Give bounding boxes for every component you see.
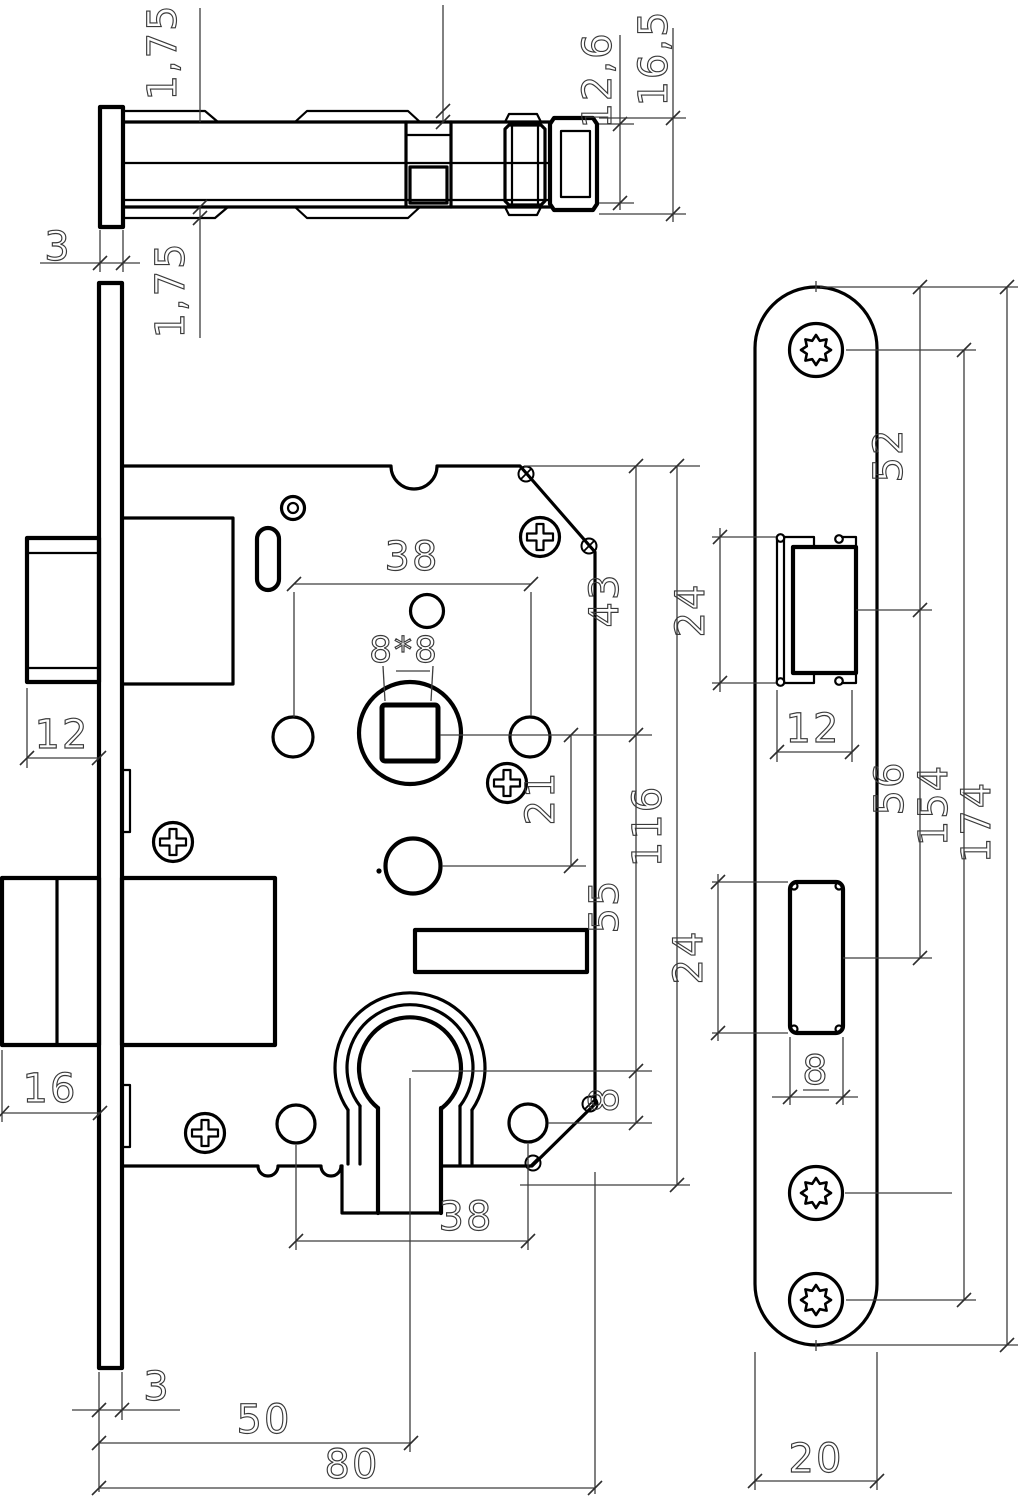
- dim-overall-depth: 16,5: [631, 9, 677, 106]
- dim-handle-holes-span: 38: [385, 534, 440, 580]
- dim-top-to-latch: 52: [866, 428, 912, 483]
- torx-screw-icon: [787, 321, 845, 379]
- pin-hole-ring: [279, 494, 307, 522]
- dim-case-height: 116: [625, 785, 671, 867]
- bottom-hole-right: [507, 1102, 549, 1144]
- dim-top-to-spindle: 43: [582, 573, 628, 628]
- dim-spindle-to-stop: 21: [518, 771, 564, 826]
- latch-opening: [775, 533, 859, 687]
- dead-bolt: [0, 875, 278, 1048]
- latch-bolt: [24, 516, 235, 686]
- case-outline-top-right: [120, 464, 597, 1168]
- dim-faceplate-thickness: 3: [143, 1364, 170, 1410]
- dim-latch-opening: 24: [668, 583, 714, 638]
- dim-plate-thickness-top: 3: [44, 224, 71, 270]
- spindle-hub-section: [404, 120, 453, 209]
- dim-screw-spacing: 154: [911, 764, 957, 846]
- dim-latch-width: 12: [786, 706, 841, 752]
- faceplate-edge-top-view: [97, 104, 126, 230]
- dims-plate-view: 24 12 52 56 154 174 24: [665, 279, 1018, 1490]
- phillips-screw-icon: [151, 820, 195, 864]
- spring-box: [412, 927, 590, 975]
- dim-cylinder-to-hole: 8: [582, 1085, 628, 1112]
- center-dot: [376, 868, 382, 874]
- dim-latch-protrusion: 12: [35, 712, 90, 758]
- top-flange-left: [121, 109, 220, 124]
- top-flange-mid: [293, 109, 422, 124]
- dim-bolt-protrusion: 16: [23, 1066, 78, 1112]
- torx-screw-icon: [787, 1164, 845, 1222]
- top-view: [97, 104, 600, 230]
- dim-bolt-width: 8: [802, 1048, 829, 1094]
- end-cap: [547, 115, 600, 213]
- faceplate-outline: [753, 285, 879, 1347]
- dim-bottom-holes-span: 38: [439, 1194, 494, 1240]
- dim-flange-bottom: 1,75: [148, 241, 194, 338]
- cylinder-housing: [340, 1164, 443, 1215]
- dims-top-view: 1,75 3 1,75 12,6 16,5: [40, 3, 686, 339]
- dim-backset: 50: [237, 1397, 292, 1443]
- cylinder-hub-section: [503, 112, 547, 217]
- dim-spindle-to-cylinder: 55: [582, 879, 628, 934]
- phillips-screw-icon: [518, 515, 562, 559]
- faceplate-view: [753, 281, 879, 1351]
- small-hole-top: [408, 592, 446, 630]
- bottom-flange-left: [121, 205, 230, 220]
- dim-spindle-square: 8*8: [369, 630, 439, 671]
- bottom-flange-mid: [293, 205, 422, 220]
- dim-bolt-opening: 24: [666, 930, 712, 985]
- rivet-icon: [517, 465, 535, 483]
- stop-hole: [383, 836, 443, 896]
- cylinder-opening: [333, 991, 487, 1216]
- pin-hole-center: [286, 501, 300, 515]
- spindle-follower: [356, 679, 464, 787]
- deadbolt-opening: [787, 879, 846, 1036]
- dim-latch-to-bolt: 56: [867, 761, 913, 816]
- fixing-tab-upper: [120, 768, 132, 834]
- phillips-screw-icon: [183, 1111, 227, 1155]
- dim-case-depth: 12,6: [575, 31, 621, 128]
- torx-screw-icon: [787, 1271, 845, 1329]
- dim-plate-length: 174: [954, 781, 1000, 863]
- handle-screw-hole-left: [271, 715, 315, 759]
- slot-oval: [254, 525, 282, 593]
- bottom-hole-left: [275, 1103, 317, 1145]
- rivet-icon: [580, 537, 598, 555]
- case-outline-bottom-left: [120, 1164, 344, 1178]
- dim-flange-top: 1,75: [140, 3, 186, 100]
- faceplate-side-bar: [96, 280, 125, 1371]
- front-view: [0, 280, 599, 1371]
- fixing-tab-lower: [120, 1083, 132, 1149]
- dims-front-view: 38 8*8 43 55 8 21 116 12: [0, 458, 700, 1496]
- spindle-square-8x8: [379, 702, 441, 764]
- dim-case-width: 80: [325, 1442, 380, 1488]
- handle-screw-hole-right: [508, 715, 552, 759]
- dim-plate-width: 20: [789, 1436, 844, 1482]
